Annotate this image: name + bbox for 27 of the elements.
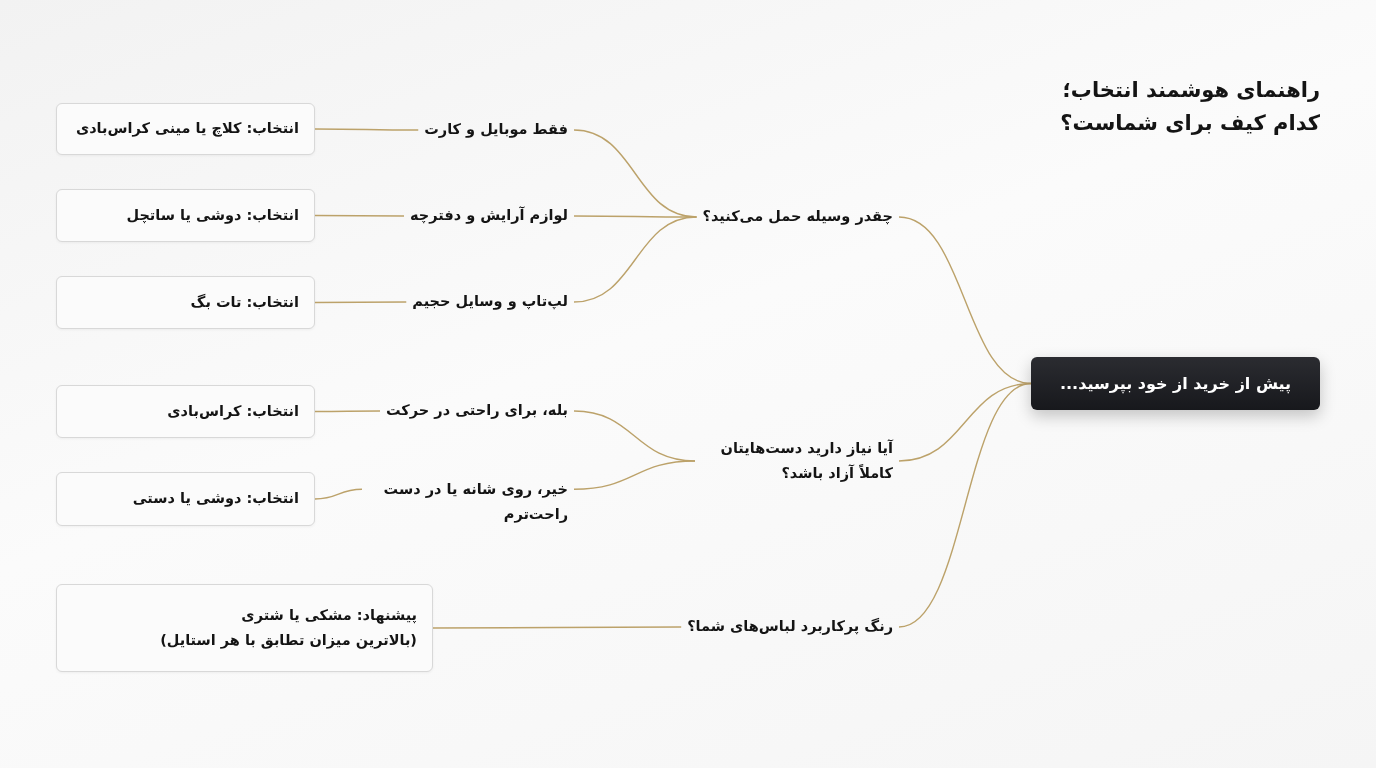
connector-line bbox=[432, 626, 682, 629]
option-text: لوازم آرایش و دفترچه bbox=[404, 203, 574, 229]
connector-line bbox=[314, 488, 363, 500]
option-text: بله، برای راحتی در حرکت bbox=[380, 398, 574, 424]
option-text: لپ‌تاپ و وسایل حجیم bbox=[406, 289, 574, 315]
result-box: انتخاب: دوشی یا ساتچل bbox=[56, 189, 315, 242]
connector-line bbox=[314, 410, 381, 413]
option-text: فقط موبایل و کارت bbox=[418, 117, 574, 143]
connector-line bbox=[314, 301, 407, 304]
question-text: آیا نیاز دارید دست‌هایتان کاملاً آزاد باشد؟ bbox=[695, 435, 899, 487]
suggestion-text: پیشنهاد: مشکی یا شتری bbox=[241, 605, 417, 626]
connector-line bbox=[573, 460, 696, 490]
connector-line bbox=[314, 214, 405, 217]
connector-line bbox=[314, 128, 419, 131]
result-box: انتخاب: دوشی یا دستی bbox=[56, 472, 315, 526]
result-box: انتخاب: کلاچ یا مینی کراس‌بادی bbox=[56, 103, 315, 155]
question-text: چقدر وسیله حمل می‌کنید؟ bbox=[696, 204, 899, 230]
option-text: خیر، روی شانه یا در دست راحت‌ترم bbox=[362, 476, 574, 528]
note-text: (بالاترین میزان تطابق با هر استایل) bbox=[160, 631, 417, 651]
connector-line bbox=[898, 382, 1032, 628]
title: راهنمای هوشمند انتخاب؛ کدام کیف برای شماست؟ bbox=[1059, 77, 1320, 137]
connector-line bbox=[573, 216, 698, 303]
start-box: پیش از خرید از خود بپرسید... bbox=[1031, 357, 1320, 410]
question-text: رنگ پرکاربرد لباس‌های شما؟ bbox=[681, 614, 899, 640]
result-box: انتخاب: کراس‌بادی bbox=[56, 385, 315, 438]
result-box: انتخاب: تات بگ bbox=[56, 276, 315, 329]
result-box bbox=[56, 584, 433, 672]
